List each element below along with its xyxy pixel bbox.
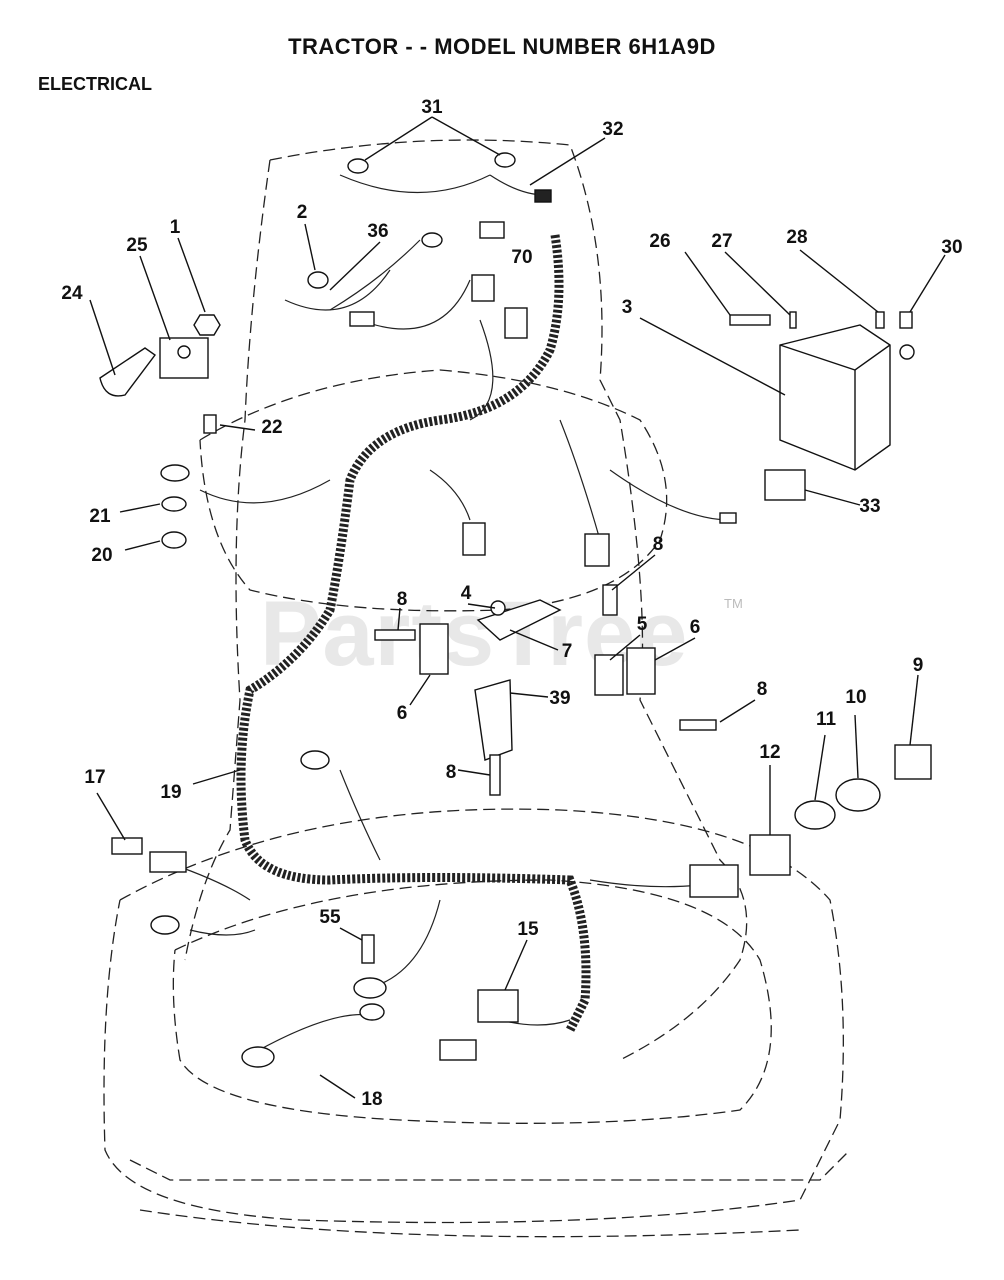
callout-1-nut: 1 (169, 217, 181, 238)
callout-12-ignition-switch: 12 (759, 742, 781, 763)
callout-31-bulbs: 31 (421, 97, 443, 118)
callout-26-bolt: 26 (649, 231, 671, 252)
callout-17-fuse: 17 (84, 767, 106, 788)
body-inner (172, 879, 772, 1124)
callout-25-solenoid: 25 (126, 235, 148, 256)
callout-15-seat-switch: 15 (517, 919, 539, 940)
hood-outline-left (184, 159, 271, 961)
callout-3-battery: 3 (621, 297, 633, 318)
section-label: ELECTRICAL (38, 74, 152, 94)
callout-24-terminal-boot: 24 (61, 283, 83, 304)
callout-8c-screw: 8 (756, 679, 768, 700)
callout-36-ring-terminal-lead: 36 (367, 221, 389, 242)
callout-70-connector: 70 (511, 247, 533, 268)
callout-6a-interlock-switch: 6 (396, 703, 408, 724)
callout-19-wire-harness: 19 (160, 782, 182, 803)
hood-outline (269, 139, 748, 1061)
callout-55-screw: 55 (319, 907, 341, 928)
page-title: TRACTOR - - MODEL NUMBER 6H1A9D (288, 34, 716, 59)
callout-32-headlight-harness: 32 (602, 119, 624, 140)
callout-18-ground-wire: 18 (361, 1089, 383, 1110)
coiled-harness (236, 234, 591, 1033)
callout-4-bracket: 4 (460, 583, 472, 604)
callout-7-plate: 7 (561, 641, 573, 662)
watermark-tm: TM (724, 596, 743, 611)
dash-outline (199, 369, 668, 612)
floor-outline (139, 1209, 801, 1238)
callout-21-lockwasher: 21 (89, 506, 111, 527)
callout-5-bracket: 5 (636, 614, 648, 635)
callout-2-ring-terminal: 2 (296, 202, 308, 223)
callout-10-bezel: 10 (845, 687, 867, 708)
callout-27-washer: 27 (711, 231, 733, 252)
callout-20-nut: 20 (91, 545, 113, 566)
body-outline (103, 808, 844, 1224)
callout-22-screw: 22 (261, 417, 283, 438)
callout-28-lockwasher: 28 (786, 227, 808, 248)
callout-33-rocker-switch: 33 (859, 496, 881, 517)
callout-8d-screw: 8 (445, 762, 457, 783)
callout-8b-screw: 8 (396, 589, 408, 610)
callout-39-bracket: 39 (549, 688, 571, 709)
callout-8a-screw: 8 (652, 534, 664, 555)
callout-6b-interlock-switch: 6 (689, 617, 701, 638)
base-outline (129, 1149, 851, 1181)
callout-11-nut: 11 (815, 709, 837, 730)
callout-30-nut: 30 (941, 237, 963, 258)
callout-9-key: 9 (912, 655, 924, 676)
